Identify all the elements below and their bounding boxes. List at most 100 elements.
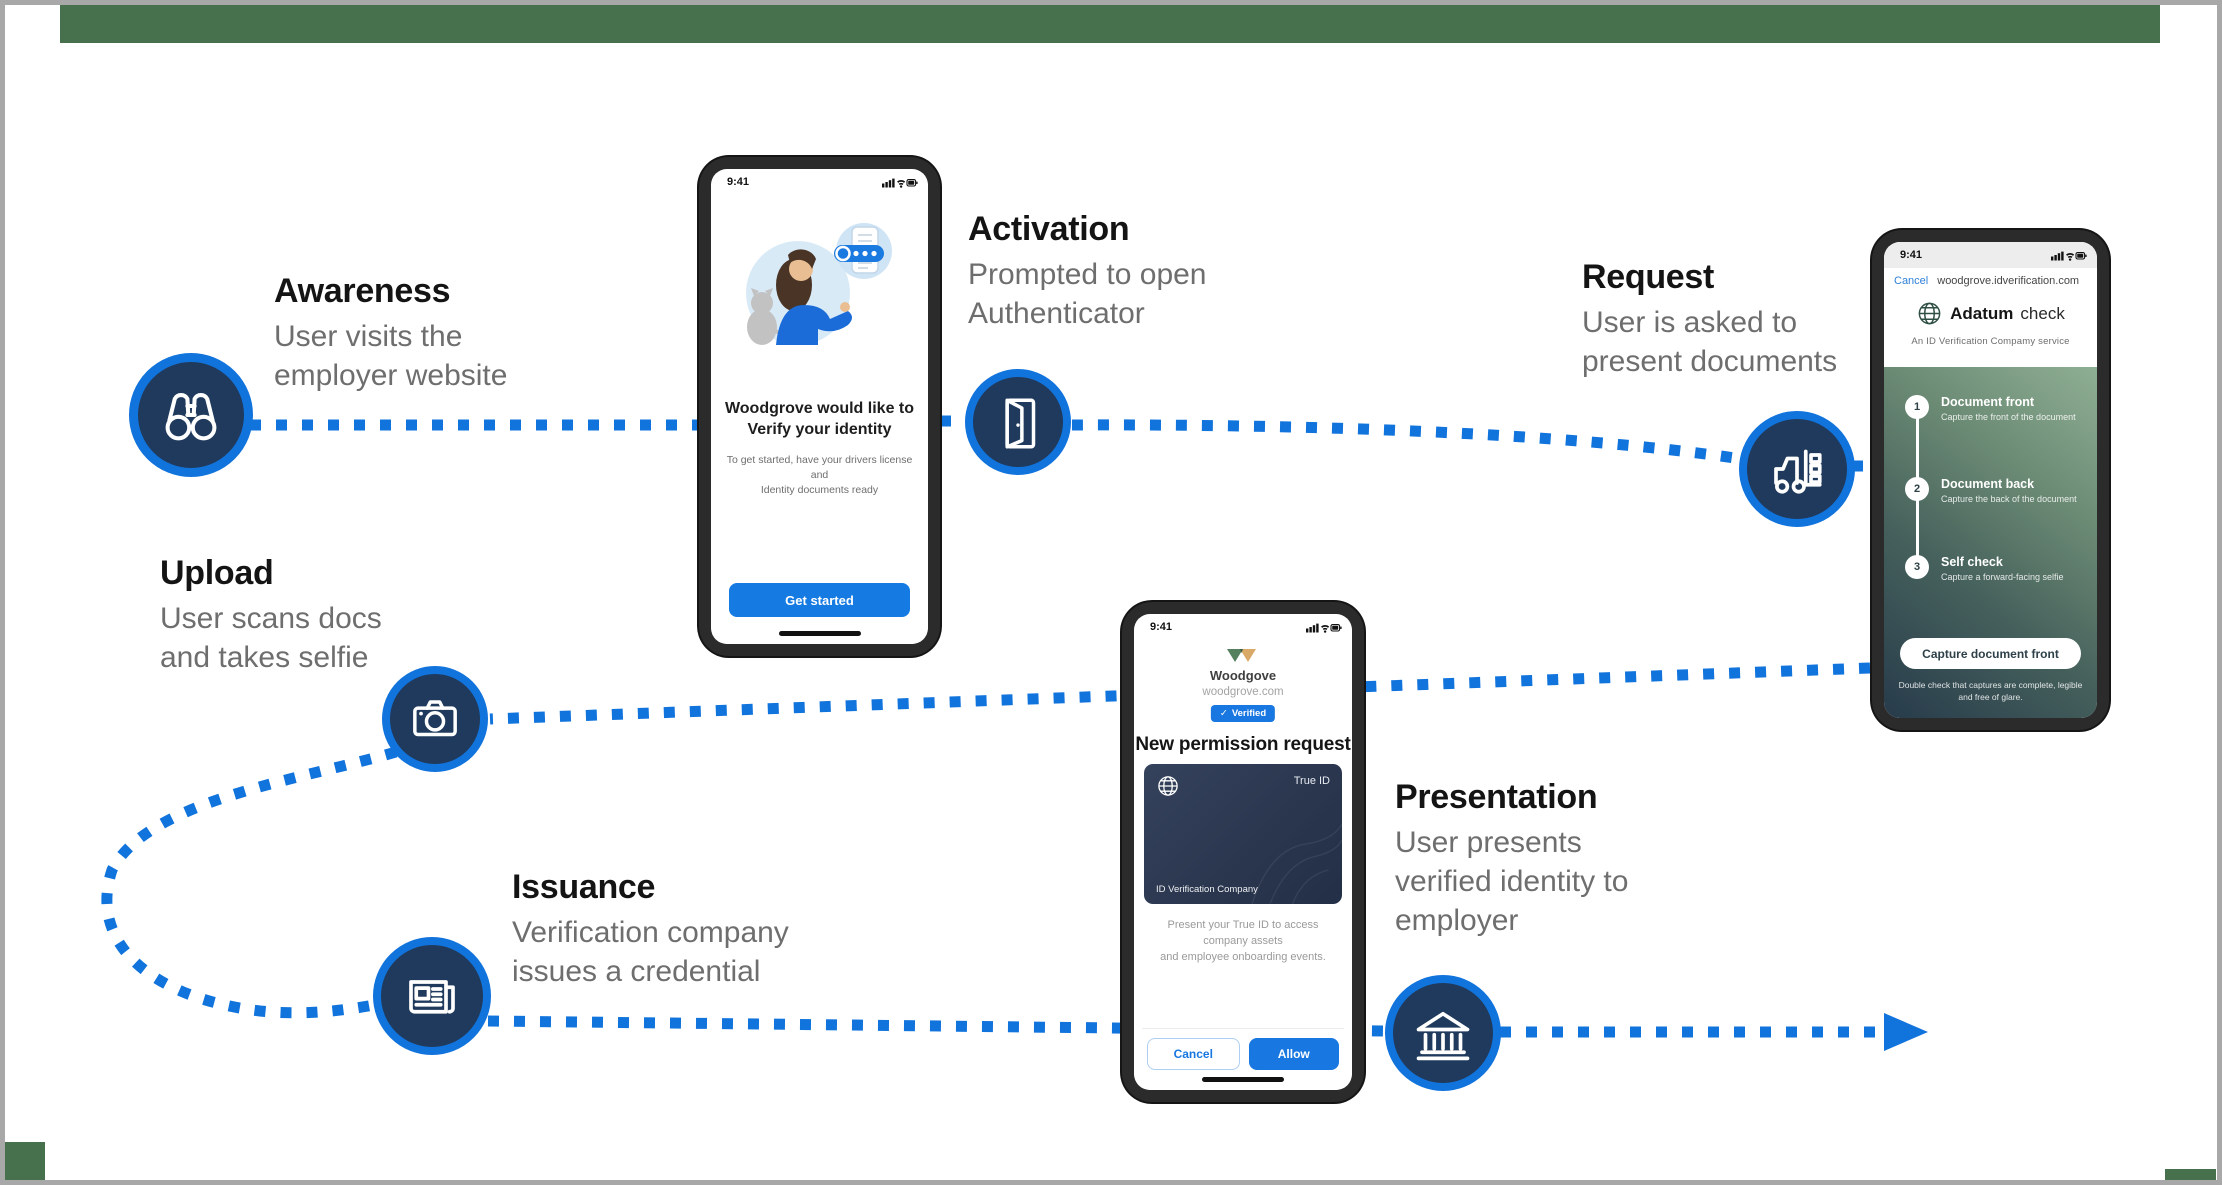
node-awareness: [129, 353, 253, 477]
permission-domain: woodgrove.com: [1202, 686, 1284, 698]
step-number: 1: [1905, 395, 1929, 419]
flow-issuance-to-presentation: [487, 1015, 1388, 1037]
phone-permission: 9:41 Woodgove woodgrove.com ✓: [1122, 602, 1364, 1102]
home-indicator: [1202, 1077, 1284, 1082]
request-title: Request: [1582, 258, 1715, 296]
slide-frame-bottom: [0, 1180, 2222, 1185]
adatum-brand-name: Adatum: [1950, 303, 2014, 323]
allow-button[interactable]: Allow: [1248, 1038, 1339, 1070]
capture-steps-panel: 1 Document front Capture the front of th…: [1884, 367, 2097, 718]
status-icons: [882, 178, 918, 188]
step-number: 2: [1905, 477, 1929, 501]
step-description: Capture the front of the document: [1941, 412, 2076, 422]
slide-frame-right: [2217, 0, 2222, 1185]
newspaper-icon: [409, 980, 455, 1014]
node-activation: [965, 369, 1071, 475]
cancel-link[interactable]: Cancel: [1894, 275, 1929, 287]
globe-icon: [1158, 776, 1178, 796]
statusbar: 9:41: [1134, 614, 1352, 640]
phone-permission-screen: 9:41 Woodgove woodgrove.com ✓: [1134, 614, 1352, 1090]
get-started-button[interactable]: Get started: [729, 583, 910, 617]
node-presentation: [1385, 975, 1501, 1091]
card-topo-pattern: [1251, 823, 1342, 904]
bank-icon: [1416, 1011, 1470, 1061]
phone-authenticator: 9:41: [699, 157, 940, 656]
phone-idcheck-screen: 9:41 Cancel woodgrove.idverification.com: [1884, 242, 2097, 718]
woodgrove-logo: [1227, 649, 1256, 662]
node-upload: [382, 666, 488, 772]
door-icon: [1005, 398, 1036, 449]
forklift-icon: [1774, 449, 1822, 494]
flow-activation-to-request: [1071, 419, 1743, 465]
step-presentation-label: Presentation User presents verified iden…: [1395, 778, 1628, 940]
permission-buttons: Cancel Allow: [1147, 1038, 1339, 1070]
awareness-title: Awareness: [274, 272, 451, 310]
authenticator-title: Woodgrove would like to Verify your iden…: [724, 400, 915, 438]
step-awareness-label: Awareness User visits the employer websi…: [274, 272, 507, 395]
step-description: Capture a forward-facing selfie: [1941, 572, 2064, 582]
globe-icon: [1918, 302, 1941, 325]
adatum-tagline: An ID Verification Compamy service: [1911, 336, 2070, 347]
node-request: [1739, 411, 1855, 527]
divider: [1142, 1028, 1344, 1029]
identity-illustration: [745, 223, 892, 345]
step-title: Document back: [1941, 477, 2035, 491]
step-issuance-label: Issuance Verification company issues a c…: [512, 868, 789, 991]
step-activation-label: Activation Prompted to open Authenticato…: [968, 210, 1207, 333]
upload-title: Upload: [160, 554, 274, 592]
activation-description: Prompted to open Authenticator: [968, 258, 1207, 330]
step-title: Self check: [1941, 555, 2003, 569]
status-icons: [2051, 251, 2087, 261]
slide-top-accent-bar: [60, 5, 2160, 43]
issuance-title: Issuance: [512, 868, 656, 906]
statusbar: 9:41: [1884, 242, 2097, 268]
adatum-brand-row: Adatum check: [1884, 300, 2097, 327]
step-description: Capture the back of the document: [1941, 494, 2077, 504]
card-issuer: ID Verification Company: [1156, 884, 1258, 895]
capture-footnote: Double check that captures are complete,…: [1898, 680, 2083, 703]
status-time: 9:41: [727, 176, 750, 188]
true-id-card: True ID ID Verification Company: [1144, 764, 1342, 904]
status-icons: [1306, 623, 1342, 633]
issuance-description: Verification company issues a credential: [512, 916, 789, 988]
camera-icon: [413, 700, 457, 737]
step-upload-label: Upload User scans docs and takes selfie: [160, 554, 382, 677]
check-icon: ✓: [1219, 708, 1228, 719]
status-time: 9:41: [1150, 621, 1173, 633]
url-text: woodgrove.idverification.com: [1937, 275, 2080, 287]
statusbar: 9:41: [711, 169, 928, 195]
step-title: Document front: [1941, 395, 2035, 409]
activation-title: Activation: [968, 210, 1130, 248]
permission-heading: New permission request: [1135, 734, 1351, 755]
presentation-title: Presentation: [1395, 778, 1598, 816]
upload-description: User scans docs and takes selfie: [160, 602, 382, 674]
flow-upload-to-issuance: [101, 746, 398, 1019]
cancel-button[interactable]: Cancel: [1147, 1038, 1240, 1070]
slide-frame-top: [0, 0, 2222, 5]
flow-arrowhead: [1884, 1013, 1928, 1051]
awareness-description: User visits the employer website: [274, 320, 508, 392]
node-issuance: [373, 937, 491, 1055]
slide-bottom-left-accent: [5, 1142, 45, 1180]
phone-authenticator-screen: 9:41: [711, 169, 928, 644]
binoculars-icon: [165, 393, 217, 441]
authenticator-subtitle: To get started, have your drivers licens…: [726, 454, 913, 497]
step-request-label: Request User is asked to present documen…: [1582, 258, 1837, 381]
step-number: 3: [1905, 555, 1929, 579]
slide-frame-left: [0, 0, 5, 1185]
phone-idcheck: 9:41 Cancel woodgrove.idverification.com: [1872, 230, 2109, 730]
home-indicator: [778, 631, 861, 636]
permission-body: Present your True ID to access company a…: [1160, 919, 1326, 963]
adatum-brand-suffix: check: [2020, 303, 2065, 323]
verified-badge: ✓ Verified: [1210, 705, 1276, 722]
request-description: User is asked to present documents: [1582, 306, 1838, 378]
browser-nav: Cancel woodgrove.idverification.com: [1884, 275, 2097, 287]
permission-brand: Woodgove: [1209, 668, 1277, 683]
presentation-description: User presents verified identity to emplo…: [1395, 826, 1629, 937]
capture-document-front-button[interactable]: Capture document front: [1900, 638, 2081, 669]
status-time: 9:41: [1900, 249, 1923, 261]
slide-bottom-right-accent: [2165, 1169, 2216, 1180]
card-label: True ID: [1293, 775, 1330, 787]
